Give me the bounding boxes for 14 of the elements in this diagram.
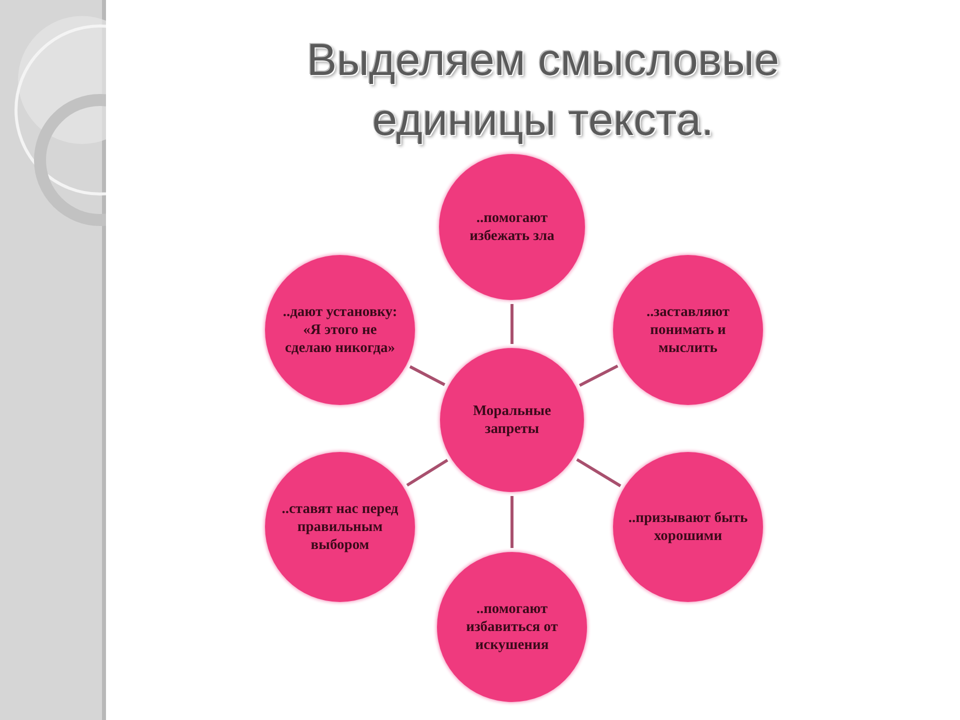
circle-text: ..ставят нас перед правильным выбором [280,500,400,554]
slide-title: Выделяем смысловые единицы текста. [306,33,780,147]
connector-line [576,458,622,488]
circle-text: ..помогают избавиться от искушения [465,600,559,654]
circle-text: ..дают установку: «Я этого не сделаю никогда» [282,303,398,357]
circle-text: ..призывают быть хорошими [627,509,749,545]
connector-line [510,304,514,344]
circle-text: ..помогают избежать зла [468,209,556,245]
connector-line [409,365,446,386]
circle-text: Моральные запреты [472,402,552,438]
connector-line [578,364,618,387]
circle-text: ..заставляют понимать и мыслить [646,303,730,357]
connector-line [510,496,514,548]
connector-line [406,458,448,487]
